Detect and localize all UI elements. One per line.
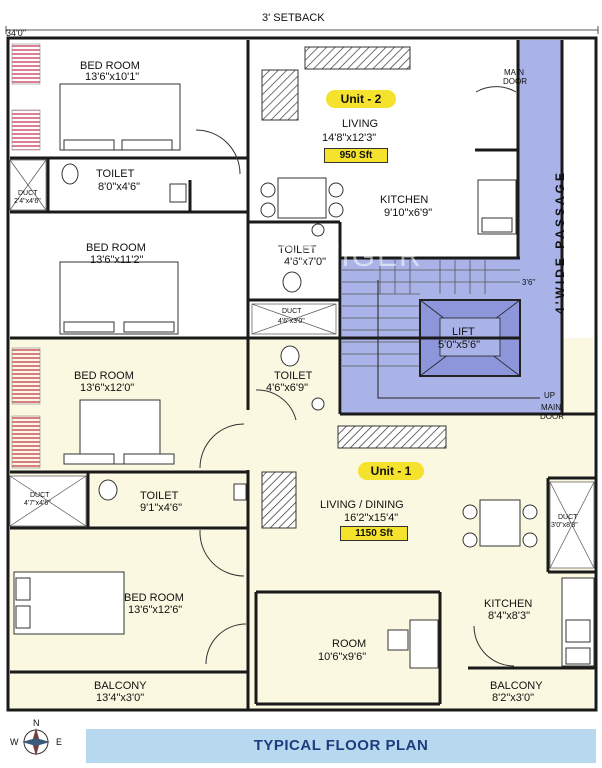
staircase — [342, 260, 540, 399]
unit2-duct1-name: DUCT — [18, 190, 38, 197]
footer-bar: TYPICAL FLOOR PLAN — [86, 729, 596, 763]
wardrobes — [11, 43, 41, 469]
setback-label: 3' SETBACK — [262, 12, 325, 24]
ducts — [9, 159, 595, 569]
unit1-duct2-dim: 3'0"x8'3" — [551, 522, 578, 529]
unit2-living-dim: 14'8"x12'3" — [322, 132, 377, 144]
unit1-living-name: LIVING / DINING — [320, 499, 404, 511]
unit2-duct2-dim: 4'6"x3'0" — [278, 318, 305, 325]
passage-area — [518, 40, 562, 414]
sofas — [261, 46, 447, 529]
unit2-bedroom1-name: BED ROOM — [80, 60, 140, 72]
passage-label: 4'WIDE PASSAGE — [553, 170, 567, 314]
compass-west: W — [10, 737, 19, 747]
unit2-bedroom1-dim: 13'6"x10'1" — [85, 71, 140, 83]
unit1-area-badge: 1150 Sft — [340, 526, 408, 541]
unit2-toilet1-name: TOILET — [96, 168, 135, 180]
unit1-main-door-line1: MAIN — [541, 403, 561, 412]
unit1-balcony1-name: BALCONY — [94, 680, 147, 692]
unit2-bedroom2-name: BED ROOM — [86, 242, 146, 254]
walls — [6, 36, 598, 712]
unit1-duct1-name: DUCT — [30, 492, 50, 499]
unit1-toilet1-dim: 4'6"x6'9" — [266, 382, 308, 394]
dining-tables — [260, 177, 538, 669]
unit2-main-door-line1: MAIN — [504, 68, 524, 77]
unit1-duct1-dim: 4'7"x4'6" — [24, 500, 51, 507]
unit1-kitchen-dim: 8'4"x8'3" — [488, 610, 530, 622]
unit1-room-dim: 10'6"x9'6" — [318, 651, 367, 663]
unit1-kitchen-name: KITCHEN — [484, 598, 533, 610]
unit2-duct1-dim: 2'4"x4'6" — [14, 198, 41, 205]
unit1-toilet2-dim: 9'1"x4'6" — [140, 502, 182, 514]
width-label: 34'0" — [6, 28, 26, 38]
unit1-bedroom1-name: BED ROOM — [74, 370, 134, 382]
unit1-living-dim: 16'2"x15'4" — [344, 512, 399, 524]
lift-name: LIFT — [452, 326, 475, 338]
unit2-toilet2-dim: 4'6"x7'0" — [284, 256, 326, 268]
beds — [13, 83, 181, 635]
watermark: PROPTIGER — [228, 240, 423, 273]
stair-up-label: UP — [544, 391, 556, 400]
unit1-balcony2-name: BALCONY — [490, 680, 543, 692]
unit2-badge: Unit - 2 — [326, 90, 396, 108]
setback-dimension — [5, 26, 599, 34]
unit2-kitchen-dim: 9'10"x6'9" — [384, 207, 433, 219]
kitchen-counters — [477, 179, 595, 667]
unit1-duct2-name: DUCT — [558, 514, 578, 521]
unit2-area-badge: 950 Sft — [324, 148, 388, 163]
compass-rose — [22, 728, 50, 756]
unit1-toilet2-name: TOILET — [140, 490, 179, 502]
lift-dim: 5'0"x5'6" — [438, 339, 480, 351]
unit2-living-name: LIVING — [342, 118, 379, 130]
unit2-duct2-name: DUCT — [282, 308, 302, 315]
toilets — [61, 163, 325, 501]
unit2-kitchen-name: KITCHEN — [380, 194, 429, 206]
compass-north: N — [33, 718, 40, 728]
unit2-main-door-line2: DOOR — [503, 77, 527, 86]
unit2-toilet1-dim: 8'0"x4'6" — [98, 181, 140, 193]
unit1-balcony2-dim: 8'2"x3'0" — [492, 692, 534, 704]
unit1-bedroom2-dim: 13'6"x12'6" — [128, 604, 183, 616]
unit1-toilet1-name: TOILET — [274, 370, 313, 382]
unit1-bedroom1-dim: 13'6"x12'0" — [80, 382, 135, 394]
plan-title: TYPICAL FLOOR PLAN — [253, 737, 429, 754]
compass-east: E — [56, 737, 63, 747]
unit1-badge: Unit - 1 — [358, 462, 424, 480]
unit1-balcony1-dim: 13'4"x3'0" — [96, 692, 145, 704]
unit1-main-door-line2: DOOR — [540, 412, 564, 421]
unit1-room-name: ROOM — [332, 638, 367, 650]
unit1-bedroom2-name: BED ROOM — [124, 592, 184, 604]
unit2-bedroom2-dim: 13'6"x11'2" — [90, 254, 144, 266]
door-swings — [195, 86, 517, 667]
passage-dim: 3'6" — [522, 278, 536, 287]
unit2-toilet2-name: TOILET — [278, 244, 317, 256]
